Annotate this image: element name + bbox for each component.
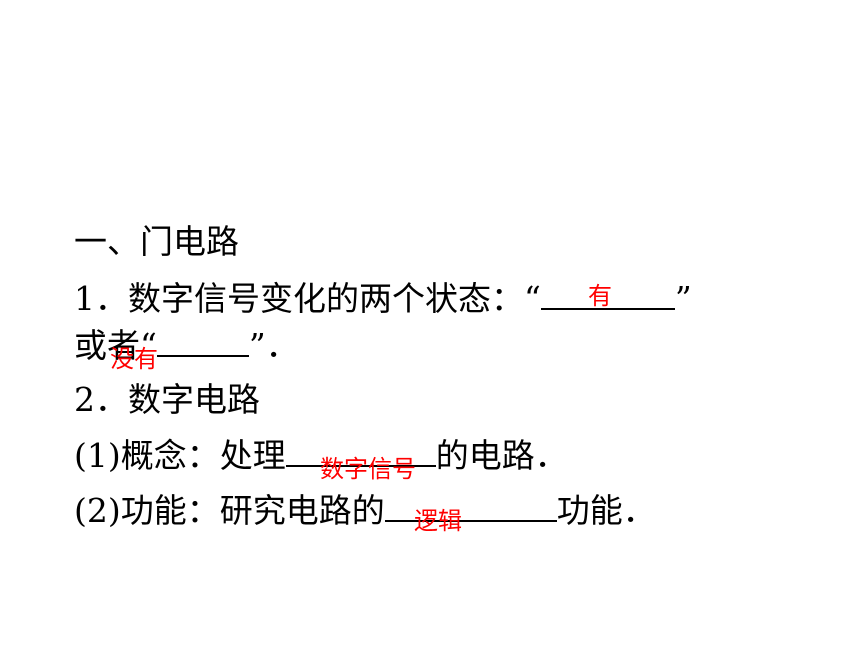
- item2-heading: 2．数字电路: [74, 380, 260, 420]
- item1-close-quote-2: ”: [248, 326, 266, 365]
- item1-close-quote-1: ”: [674, 279, 692, 318]
- item1-open-quote-2: “: [140, 326, 157, 365]
- item1-connector: 或者: [74, 326, 140, 365]
- item1-prefix: 1．数字信号变化的两个状态：: [74, 279, 524, 318]
- blank-3: [285, 435, 436, 467]
- item1-line1: 1．数字信号变化的两个状态：“ ”: [74, 278, 692, 319]
- answer-meiyou: 没有: [110, 345, 158, 373]
- concept-suffix: 的电路．: [435, 436, 568, 475]
- item1-open-quote-1: “: [524, 279, 541, 318]
- blank-2: [156, 325, 249, 357]
- answer-logic: 逻辑: [414, 507, 462, 535]
- answer-you: 有: [588, 282, 612, 310]
- item1-line2: 或者“ ”．: [74, 325, 299, 366]
- item1-end: ．: [265, 326, 299, 365]
- function-suffix: 功能．: [556, 491, 656, 530]
- answer-digital-signal: 数字信号: [320, 455, 416, 483]
- item2-function-line: (2)功能：研究电路的 功能．: [74, 490, 656, 531]
- section-title: 一、门电路: [74, 222, 239, 262]
- item2-heading-text: 2．数字电路: [74, 380, 260, 419]
- blank-4: [384, 490, 557, 522]
- concept-prefix: (1)概念：处理: [74, 436, 286, 475]
- blank-1: [540, 278, 675, 310]
- item2-concept-line: (1)概念：处理 的电路．: [74, 435, 568, 476]
- function-prefix: (2)功能：研究电路的: [74, 491, 385, 530]
- section-title-text: 一、门电路: [74, 222, 239, 261]
